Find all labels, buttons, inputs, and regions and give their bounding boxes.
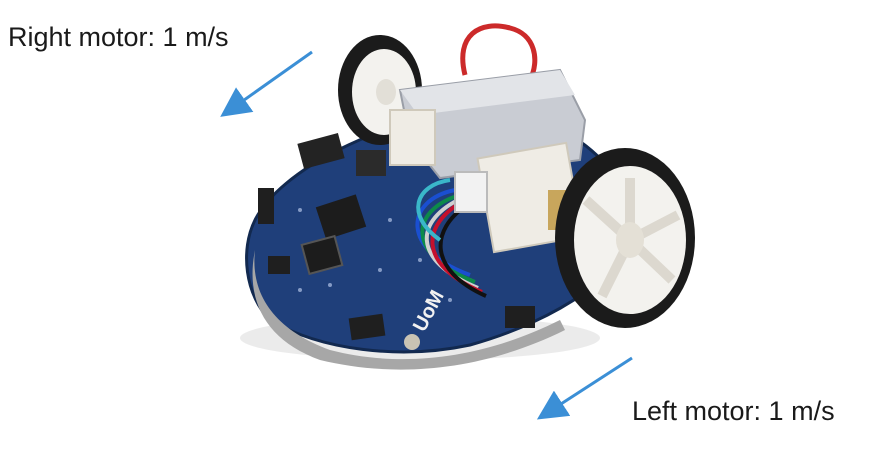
right-motor-label: Right motor: 1 m/s bbox=[8, 22, 229, 52]
left-motor-arrow bbox=[536, 356, 633, 420]
battery-top bbox=[400, 70, 575, 115]
sensor-front-3 bbox=[505, 306, 535, 328]
wire-bundle bbox=[415, 178, 487, 298]
sensor-front-1 bbox=[268, 256, 290, 274]
socket-chip bbox=[300, 234, 344, 276]
motor-mount-right bbox=[389, 109, 436, 166]
header-connector-2 bbox=[356, 150, 386, 176]
microcontroller-chip bbox=[315, 194, 367, 240]
wire-connector bbox=[454, 171, 488, 213]
sensor-front-2 bbox=[348, 313, 386, 341]
red-wire bbox=[460, 23, 538, 82]
header-connector bbox=[297, 133, 345, 169]
left-motor-label: Left motor: 1 m/s bbox=[632, 396, 835, 426]
pushbutton bbox=[404, 334, 420, 350]
left-wheel bbox=[555, 148, 695, 328]
sensor-left bbox=[258, 188, 274, 224]
right-motor-arrow bbox=[220, 50, 313, 117]
